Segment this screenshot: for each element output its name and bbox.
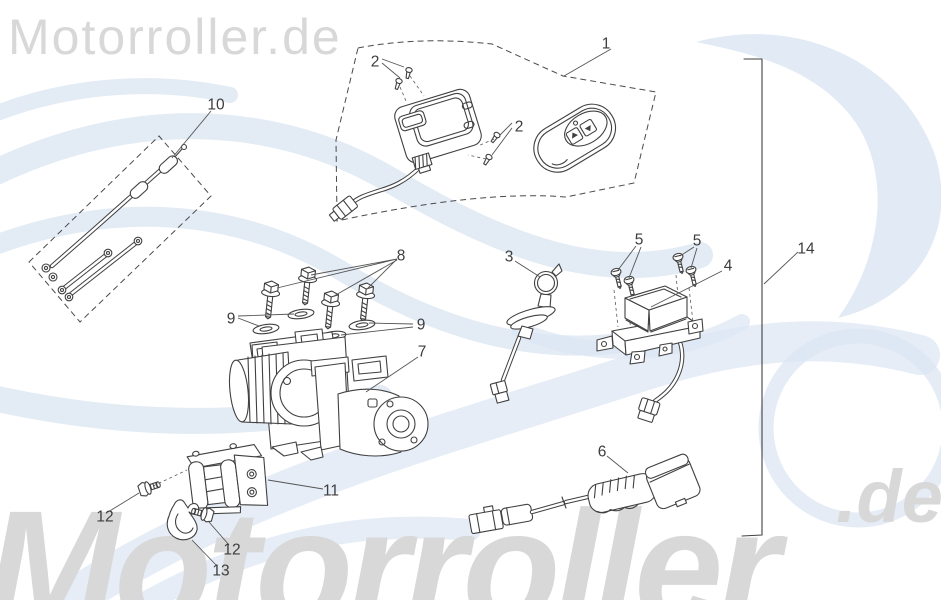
- solenoid-box-drawing: [596, 285, 704, 423]
- leader-lines: [107, 48, 799, 567]
- fairlead-bracket-drawing: [186, 443, 269, 515]
- winch-motor-drawing: [228, 328, 429, 461]
- battery-cables-drawing: [41, 143, 188, 302]
- bracket-bolts-drawing: [136, 469, 216, 524]
- hook-drawing: [166, 499, 200, 541]
- watermark-top-text: Motorroller.de: [8, 9, 342, 65]
- receiver-unit-drawing: [328, 88, 482, 222]
- cable-switch-drawing: [468, 453, 701, 535]
- remote-set-dashed-outline: [335, 40, 657, 222]
- group-bracket-line: [741, 58, 763, 537]
- watermark-corner-text: .de: [836, 455, 941, 538]
- cable-set-dashed-outline: [28, 135, 212, 323]
- watermark-bottom-text: Motorroller: [0, 477, 780, 600]
- solenoid-screws-drawing: [609, 251, 701, 332]
- remote-fob-drawing: [533, 103, 617, 173]
- switch-lever-drawing: [489, 263, 563, 404]
- mounting-screws-drawing: [392, 66, 502, 167]
